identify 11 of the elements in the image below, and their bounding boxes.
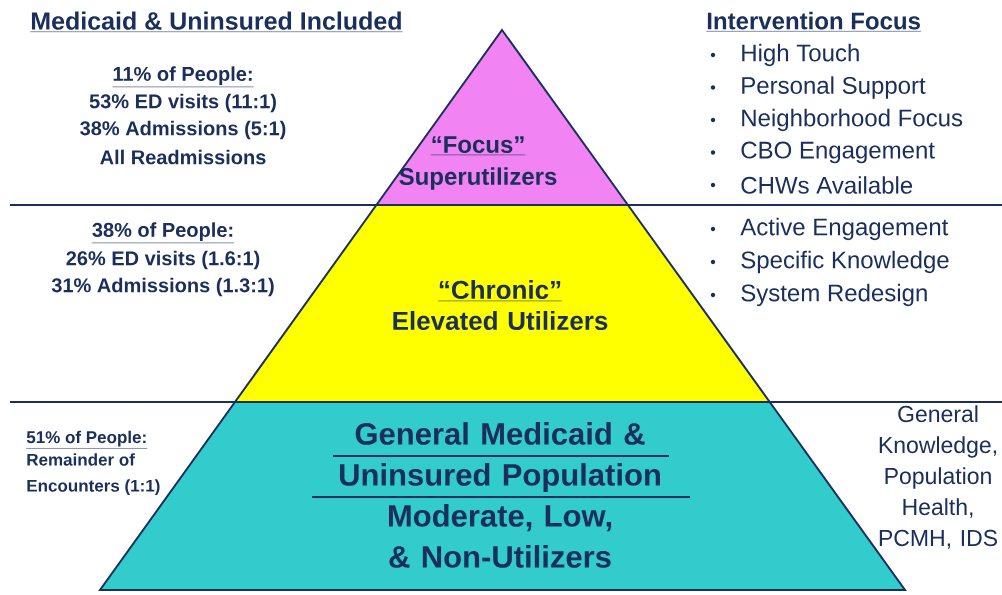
statistic-text: 11% of People: [112,66,254,88]
statistic-text: 53% ED visits (11:1) [89,93,276,113]
bullet-item: Neighborhood Focus [742,108,963,132]
bullet-item: CBO Engagement [741,141,935,164]
statistic-text: 38% Admissions (5:1) [80,120,286,140]
column-heading: Intervention Focus [706,11,922,32]
statistic-text: All Readmissions [100,149,266,165]
bullet-item: High Touch [742,43,859,67]
bullet-item: CHWs Available [741,176,913,194]
statistic-text: 38% of People: [91,222,235,244]
bullet-item: Personal Support [742,76,926,99]
